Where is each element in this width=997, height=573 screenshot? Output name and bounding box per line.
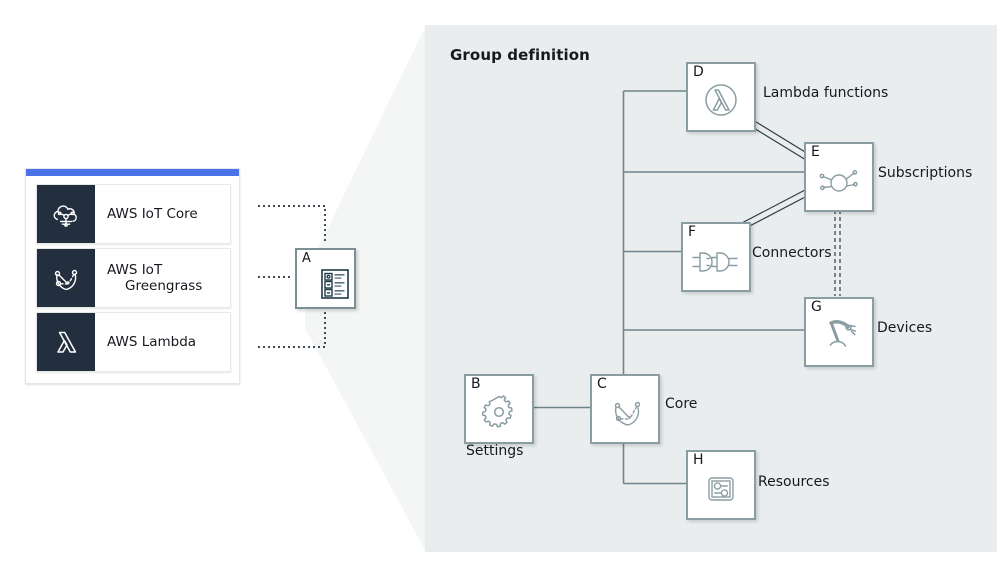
iot-core-cloud-icon <box>37 185 95 243</box>
node-b-settings[interactable]: B <box>464 374 534 444</box>
node-g-devices[interactable]: G <box>804 297 874 367</box>
lambda-circle-icon <box>688 64 754 130</box>
node-key-label: B <box>471 376 481 392</box>
service-label-line2: Greengrass <box>125 278 203 294</box>
node-caption-devices: Devices <box>877 320 933 336</box>
greengrass-core-icon <box>592 376 658 442</box>
service-label: AWS Lambda <box>107 334 197 350</box>
node-caption-settings: Settings <box>466 443 524 459</box>
subscriptions-hub-icon <box>806 144 872 210</box>
node-key-label: A <box>302 251 311 266</box>
node-key-label: G <box>811 299 822 315</box>
node-key-label: C <box>597 376 607 392</box>
service-label-line1: AWS IoT <box>107 262 163 278</box>
resources-sliders-icon <box>688 452 754 518</box>
node-caption-core: Core <box>665 396 698 412</box>
connector-plug-icon <box>683 224 749 290</box>
node-key-label: H <box>693 452 704 468</box>
aws-services-card: AWS IoT Core AWS IoT Greengrass <box>25 168 240 384</box>
service-label: AWS IoT Core <box>107 206 198 222</box>
node-key-label: E <box>811 144 820 160</box>
node-e-subscriptions[interactable]: E <box>804 142 874 212</box>
node-h-resources[interactable]: H <box>686 450 756 520</box>
gear-icon <box>466 376 532 442</box>
node-caption-subscriptions: Subscriptions <box>878 165 973 181</box>
node-c-core[interactable]: C <box>590 374 660 444</box>
node-d-lambda-functions[interactable]: D <box>686 62 756 132</box>
robot-arm-icon <box>806 299 872 365</box>
group-definition-list-icon <box>319 268 351 304</box>
page-title: Group definition <box>450 46 590 64</box>
node-a-group-definition[interactable]: A <box>295 248 356 309</box>
service-label: AWS IoT Greengrass <box>95 262 202 294</box>
greengrass-icon <box>37 249 95 307</box>
node-caption-connectors: Connectors <box>752 245 832 261</box>
node-caption-lambda-functions: Lambda functions <box>763 85 889 101</box>
node-f-connectors[interactable]: F <box>681 222 751 292</box>
node-key-label: F <box>688 224 697 240</box>
card-accent-bar <box>26 169 239 176</box>
node-caption-resources: Resources <box>758 474 830 490</box>
service-row-greengrass[interactable]: AWS IoT Greengrass <box>36 248 231 308</box>
service-row-iot-core[interactable]: AWS IoT Core <box>36 184 231 244</box>
lambda-icon <box>37 313 95 371</box>
node-key-label: D <box>693 64 704 80</box>
service-row-lambda[interactable]: AWS Lambda <box>36 312 231 372</box>
